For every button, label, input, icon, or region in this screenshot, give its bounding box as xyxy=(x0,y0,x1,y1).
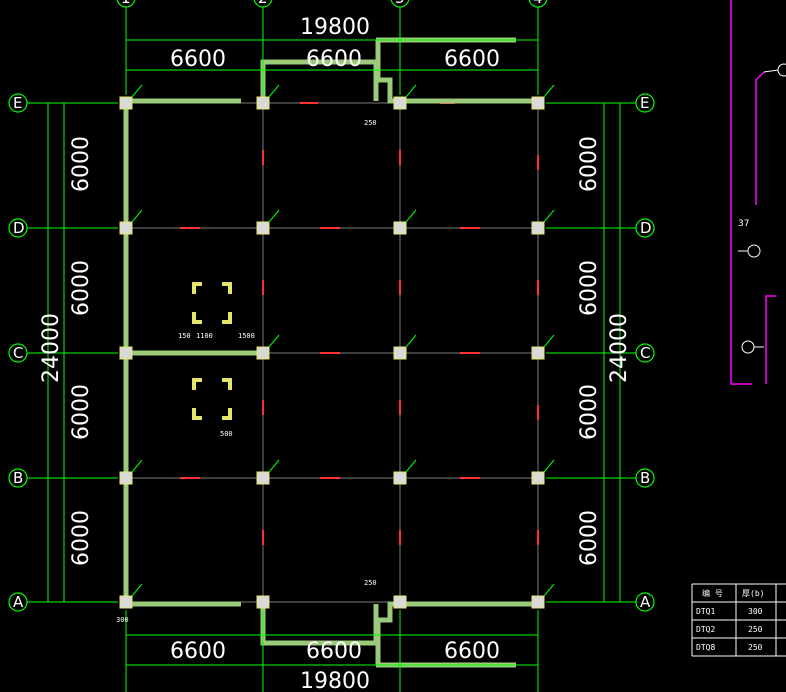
top-total-dimension: 19800 xyxy=(300,15,370,40)
right-span-dimension-1: 6000 xyxy=(577,136,602,192)
axis-label-row-a-left: A xyxy=(13,593,24,611)
small-dimension-1500: 1500 xyxy=(238,332,255,340)
section-markers xyxy=(741,63,786,354)
small-dimension-250-top: 250 xyxy=(364,119,377,127)
right-span-dimension-4: 6000 xyxy=(577,510,602,566)
axis-label-row-e-right: E xyxy=(640,94,649,112)
left-span-dimension-2: 6000 xyxy=(69,260,94,316)
side-note-text: 37 xyxy=(738,219,749,229)
table-cell-code: DTQ1 xyxy=(696,607,715,616)
small-dimension-150: 150 xyxy=(178,332,191,340)
table-cell-thickness: 250 xyxy=(748,643,763,652)
axis-label-row-c-right: C xyxy=(640,344,650,362)
axis-label-row-c-left: C xyxy=(13,344,23,362)
axis-label-row-a-right: A xyxy=(640,593,651,611)
axis-label-col-2: 2 xyxy=(258,0,268,7)
left-span-dimension-1: 6000 xyxy=(69,136,94,192)
columns xyxy=(119,96,545,609)
axis-bubble-leaders xyxy=(27,102,636,603)
small-dimension-1100: 1100 xyxy=(196,332,213,340)
axis-label-row-d-right: D xyxy=(640,219,652,237)
bottom-span-dimension-3: 6600 xyxy=(444,639,500,664)
axis-label-row-b-left: B xyxy=(13,469,23,487)
table-cell-thickness: 250 xyxy=(748,625,763,634)
axis-label-col-4: 4 xyxy=(533,0,543,7)
top-span-dimension-1: 6600 xyxy=(170,47,226,72)
detail-pieces xyxy=(192,282,232,420)
axis-label-row-e-left: E xyxy=(13,94,22,112)
table-cell-thickness: 300 xyxy=(748,607,763,616)
beam-marks xyxy=(180,102,539,545)
axis-bubbles xyxy=(8,0,655,612)
small-dimension-250-bottom: 250 xyxy=(364,579,377,587)
section-detail xyxy=(730,0,776,385)
small-dimension-300: 300 xyxy=(116,616,129,624)
table-cell-code: DTQ8 xyxy=(696,643,715,652)
left-span-dimension-3: 6000 xyxy=(69,384,94,440)
bottom-span-dimension-2: 6600 xyxy=(306,639,362,664)
axis-label-col-1: 1 xyxy=(121,0,131,7)
top-span-dimension-3: 6600 xyxy=(444,47,500,72)
bottom-total-dimension: 19800 xyxy=(300,669,370,692)
top-span-dimension-2: 6600 xyxy=(306,47,362,72)
right-span-dimension-3: 6000 xyxy=(577,384,602,440)
left-total-dimension: 24000 xyxy=(39,313,64,383)
axis-label-row-d-left: D xyxy=(13,219,25,237)
table-header-thickness: 厚(b) xyxy=(742,589,764,598)
dimension-lines xyxy=(38,0,632,692)
right-total-dimension: 24000 xyxy=(607,313,632,383)
axis-label-row-b-right: B xyxy=(640,469,650,487)
column-leaders xyxy=(131,84,555,597)
section-marker-leaders xyxy=(738,69,779,348)
right-span-dimension-2: 6000 xyxy=(577,260,602,316)
axis-label-col-3: 3 xyxy=(395,0,405,7)
bottom-span-dimension-1: 6600 xyxy=(170,639,226,664)
table-cell-code: DTQ2 xyxy=(696,625,715,634)
left-span-dimension-4: 6000 xyxy=(69,510,94,566)
table-header-code: 编 号 xyxy=(702,588,723,598)
wall-schedule-table xyxy=(691,583,786,657)
small-dimension-500: 500 xyxy=(220,430,233,438)
